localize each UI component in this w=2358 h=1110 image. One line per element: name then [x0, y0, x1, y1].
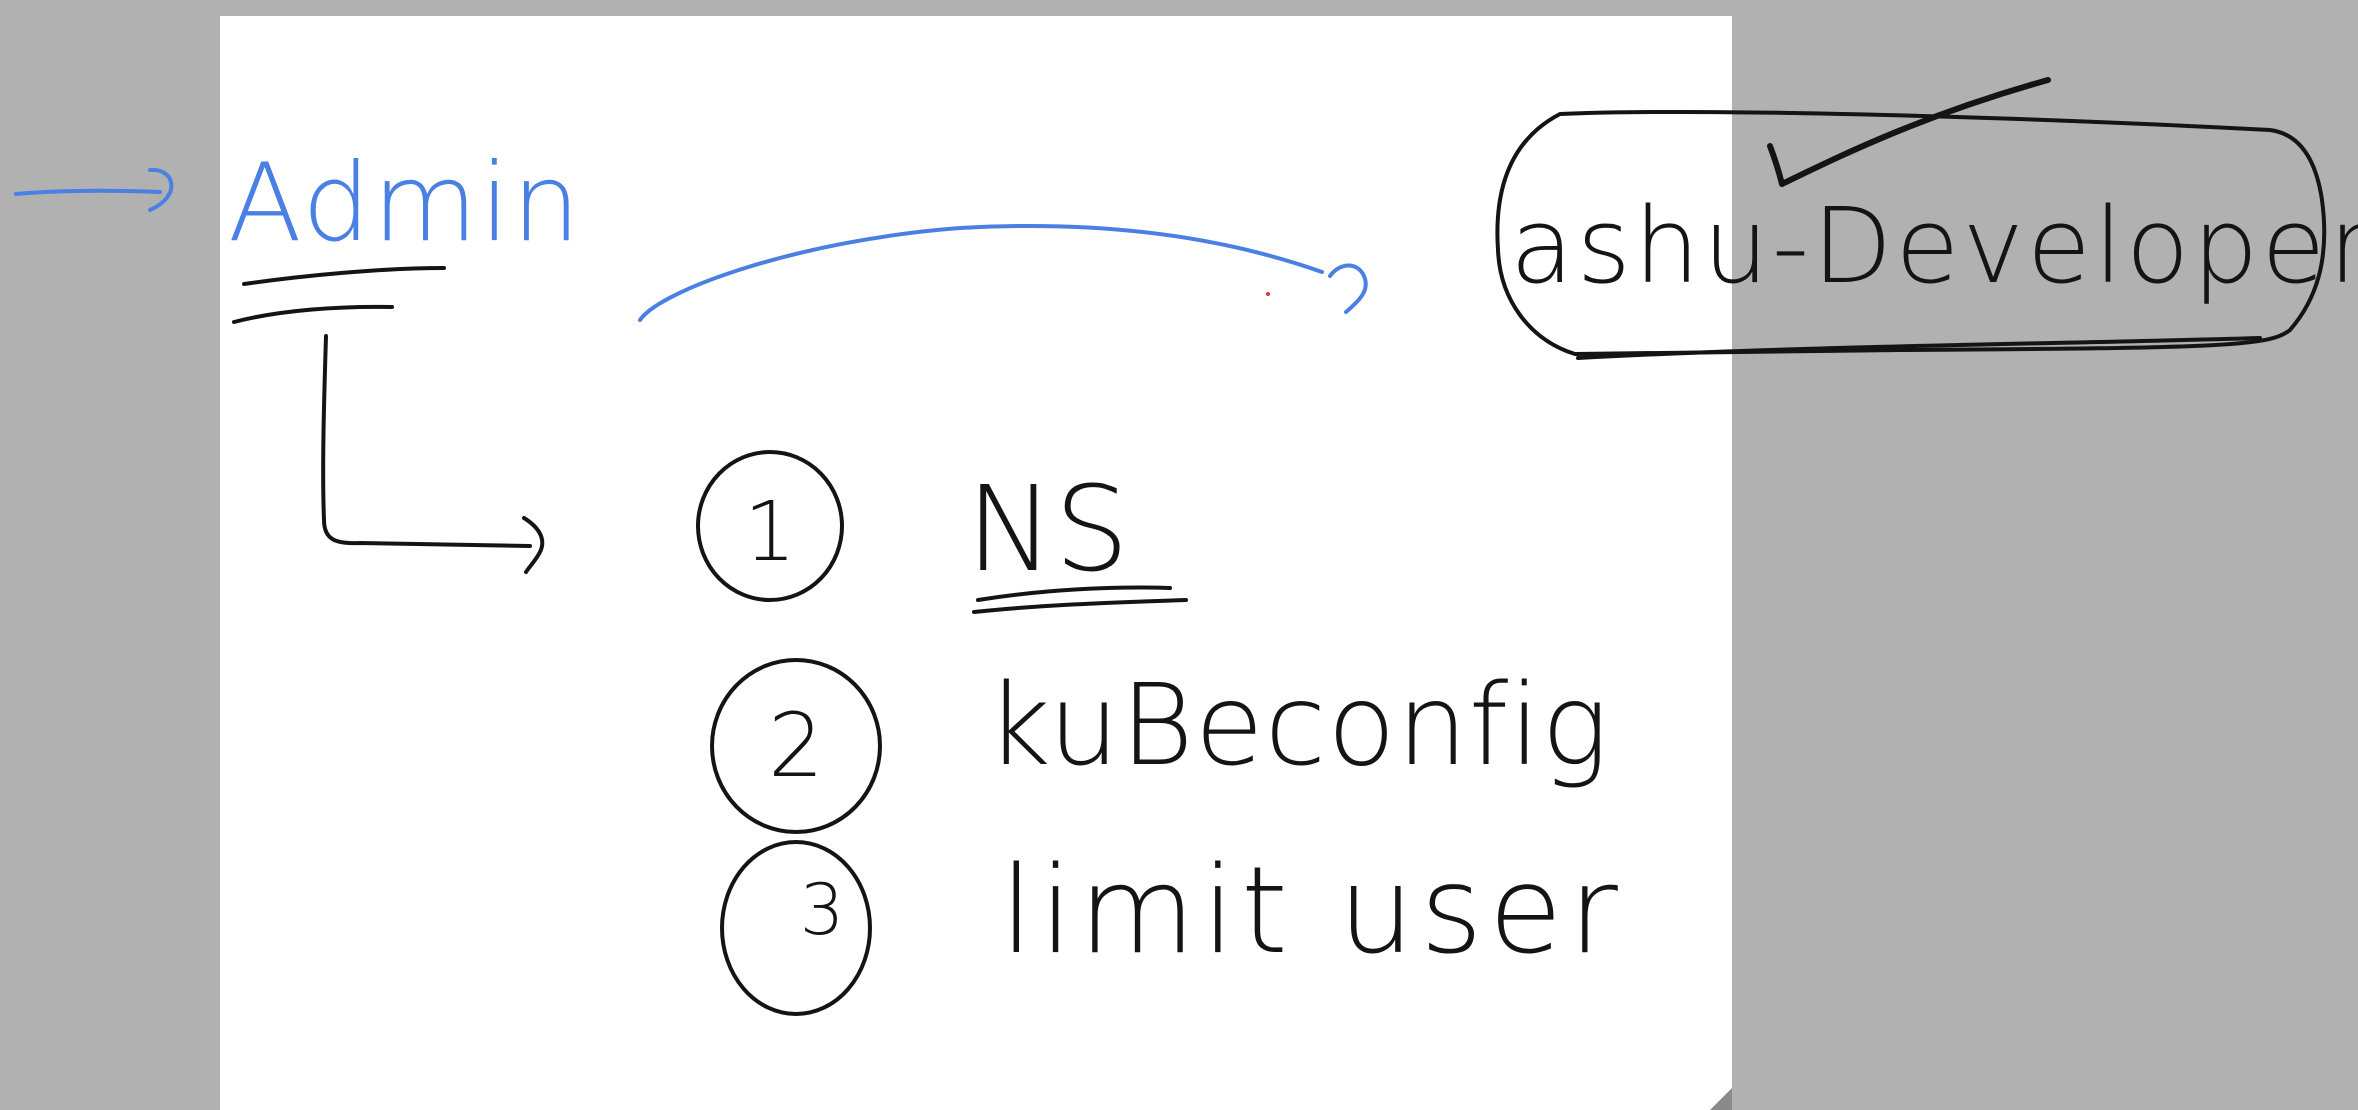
developer-box-underline: [1576, 336, 2262, 360]
admin-to-list-arrow: [321, 334, 545, 574]
step-text-underline: [972, 585, 1188, 614]
developer-label: ashu-Developer: [1510, 185, 2358, 307]
admin-pointer-arrow: [14, 167, 174, 212]
step-number: 3: [800, 869, 845, 951]
step-item-1: 1 NS: [696, 450, 1188, 614]
check-icon: [1767, 77, 2051, 187]
whiteboard-page: [220, 16, 1732, 1110]
step-number-circle: [710, 658, 882, 834]
admin-to-developer-arrow: [638, 224, 1368, 322]
step-number-circle: [720, 840, 872, 1016]
stray-red-dot: [1266, 292, 1270, 296]
steps-list: 1 NS 2 kuBeconfig 3 limit user: [696, 450, 1624, 1016]
admin-label: Admin: [228, 141, 582, 266]
step-text: NS: [966, 460, 1129, 598]
step-number: 1: [744, 485, 796, 580]
step-item-3: 3 limit user: [720, 840, 1624, 1016]
step-number: 2: [768, 694, 824, 797]
step-text: kuBeconfig: [986, 661, 1609, 791]
developer-box: [1495, 109, 2327, 356]
page-resize-handle[interactable]: [1710, 1088, 1732, 1110]
step-item-2: 2 kuBeconfig: [710, 658, 1609, 834]
step-text: limit user: [1000, 842, 1624, 981]
admin-underline: [232, 266, 446, 324]
step-number-circle: [696, 450, 844, 602]
